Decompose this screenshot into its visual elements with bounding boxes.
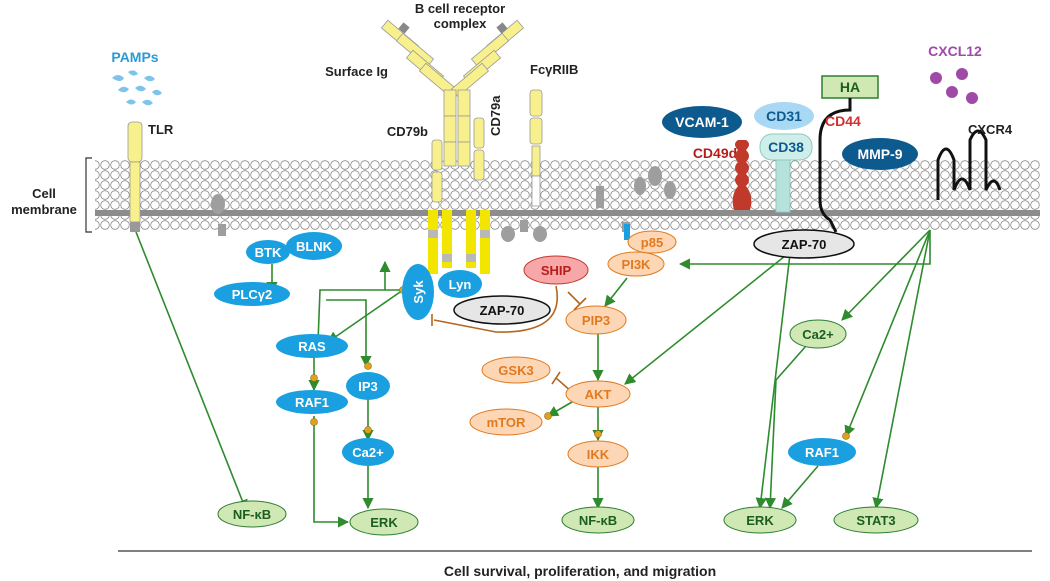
cd38-label: CD38 <box>768 139 804 155</box>
nfkb-mid-node: NF-κB <box>561 506 635 534</box>
junction-dots <box>268 286 850 440</box>
fcgriib-label: FcγRIIB <box>530 62 578 77</box>
blue-nodes: BTK BLNK PLCγ2 Syk Lyn RAS RAF1 IP3 Ca2+… <box>214 232 856 466</box>
cd31-label: CD31 <box>766 108 802 124</box>
pamps-label: PAMPs <box>111 49 158 65</box>
svg-text:IP3: IP3 <box>358 379 378 394</box>
plcg2-node: PLCγ2 <box>214 282 290 306</box>
membrane-proteins-icon <box>211 166 676 242</box>
svg-text:SHIP: SHIP <box>541 263 572 278</box>
syk-node: Syk <box>402 264 434 320</box>
footer-label: Cell survival, proliferation, and migrat… <box>444 563 716 579</box>
btk-node: BTK <box>246 240 290 264</box>
svg-text:PIP3: PIP3 <box>582 313 610 328</box>
ras-node: RAS <box>276 334 348 358</box>
svg-text:ZAP-70: ZAP-70 <box>480 303 525 318</box>
cd44-label: CD44 <box>825 113 861 129</box>
mtor-node: mTOR <box>469 408 543 436</box>
tlr-label: TLR <box>148 122 174 137</box>
bcr-complex: B cell receptor complex <box>325 1 525 274</box>
pathway-edges <box>135 229 931 528</box>
pamps-icon <box>112 70 162 106</box>
svg-text:Ca2+: Ca2+ <box>802 327 834 342</box>
cxcr4-receptor: CXCR4 <box>936 122 1013 200</box>
fcgriib-receptor: FcγRIIB <box>529 62 578 207</box>
ca-left-node: Ca2+ <box>342 438 394 466</box>
surface-ig-label: Surface Ig <box>325 64 388 79</box>
mmp9-label: MMP-9 <box>857 146 902 162</box>
raf1-right-node: RAF1 <box>788 438 856 466</box>
zap70-left-node: ZAP-70 <box>453 295 551 325</box>
svg-text:ZAP-70: ZAP-70 <box>782 237 827 252</box>
pi3k-node: PI3K <box>607 251 665 277</box>
cxcl12-ligands: CXCL12 <box>928 43 982 104</box>
vcam1-cd49d: VCAM-1 CD49d <box>662 106 752 210</box>
akt-node: AKT <box>565 380 631 408</box>
cxcl12-label: CXCL12 <box>928 43 982 59</box>
raf1-left-node: RAF1 <box>276 390 348 414</box>
green-nodes: NF-κB ERK NF-κB Ca2+ ERK STAT3 <box>217 319 919 536</box>
cell-membrane <box>95 160 1040 230</box>
svg-text:mTOR: mTOR <box>487 415 526 430</box>
svg-text:BLNK: BLNK <box>296 239 333 254</box>
stat3-node: STAT3 <box>833 506 919 534</box>
erk-right-node: ERK <box>723 506 797 534</box>
cxcr4-label: CXCR4 <box>968 122 1013 137</box>
inhibition-edges <box>431 285 587 393</box>
svg-text:AKT: AKT <box>585 387 612 402</box>
mmp9-enzyme: MMP-9 <box>842 138 918 170</box>
ca-right-node: Ca2+ <box>789 319 847 349</box>
ikk-node: IKK <box>567 440 629 468</box>
svg-text:PI3K: PI3K <box>622 257 652 272</box>
cxcl12-icon <box>930 68 978 104</box>
pamps-ligands: PAMPs <box>111 49 162 106</box>
cd44-receptor: HA CD44 <box>818 75 879 233</box>
vcam1-label: VCAM-1 <box>675 114 729 130</box>
cd79b-label: CD79b <box>387 124 428 139</box>
tlr-receptor: TLR <box>127 121 174 232</box>
ship-node: SHIP <box>523 255 589 285</box>
zap70-right-node: ZAP-70 <box>753 229 855 259</box>
orange-nodes: p85 PI3K PIP3 GSK3 AKT mTOR IKK <box>469 224 677 468</box>
membrane-bracket: Cell membrane <box>11 157 92 233</box>
ha-label: HA <box>840 79 860 95</box>
gsk3-node: GSK3 <box>481 356 551 384</box>
footer: Cell survival, proliferation, and migrat… <box>118 550 1032 579</box>
gray-nodes: ZAP-70 ZAP-70 <box>453 229 855 325</box>
svg-text:STAT3: STAT3 <box>856 513 895 528</box>
lyn-node: Lyn <box>438 270 482 298</box>
svg-text:RAS: RAS <box>298 339 326 354</box>
svg-text:GSK3: GSK3 <box>498 363 533 378</box>
svg-text:ERK: ERK <box>370 515 398 530</box>
cd79a-label: CD79a <box>488 95 503 136</box>
cd49d-label: CD49d <box>693 145 737 161</box>
cell-membrane-label-1: Cell <box>32 186 56 201</box>
svg-text:NF-κB: NF-κB <box>579 513 617 528</box>
svg-text:BTK: BTK <box>255 245 282 260</box>
p85-node: p85 <box>627 230 677 254</box>
svg-text:ERK: ERK <box>746 513 774 528</box>
svg-text:RAF1: RAF1 <box>295 395 329 410</box>
blnk-node: BLNK <box>286 232 342 260</box>
svg-text:RAF1: RAF1 <box>805 445 839 460</box>
svg-text:PLCγ2: PLCγ2 <box>232 287 272 302</box>
svg-text:Syk: Syk <box>411 280 426 304</box>
pip3-node: PIP3 <box>565 305 627 335</box>
bcr-label-2: complex <box>434 16 488 31</box>
bcr-label-1: B cell receptor <box>415 1 505 16</box>
nfkb-left-node: NF-κB <box>217 500 287 528</box>
svg-text:NF-κB: NF-κB <box>233 507 271 522</box>
svg-text:Lyn: Lyn <box>449 277 472 292</box>
erk-left-node: ERK <box>349 508 419 536</box>
svg-text:Ca2+: Ca2+ <box>352 445 384 460</box>
svg-text:p85: p85 <box>641 235 663 250</box>
ip3-node: IP3 <box>346 372 390 400</box>
svg-text:IKK: IKK <box>587 447 610 462</box>
cell-membrane-label-2: membrane <box>11 202 77 217</box>
cd31-cd38: CD31 CD38 <box>754 102 814 213</box>
